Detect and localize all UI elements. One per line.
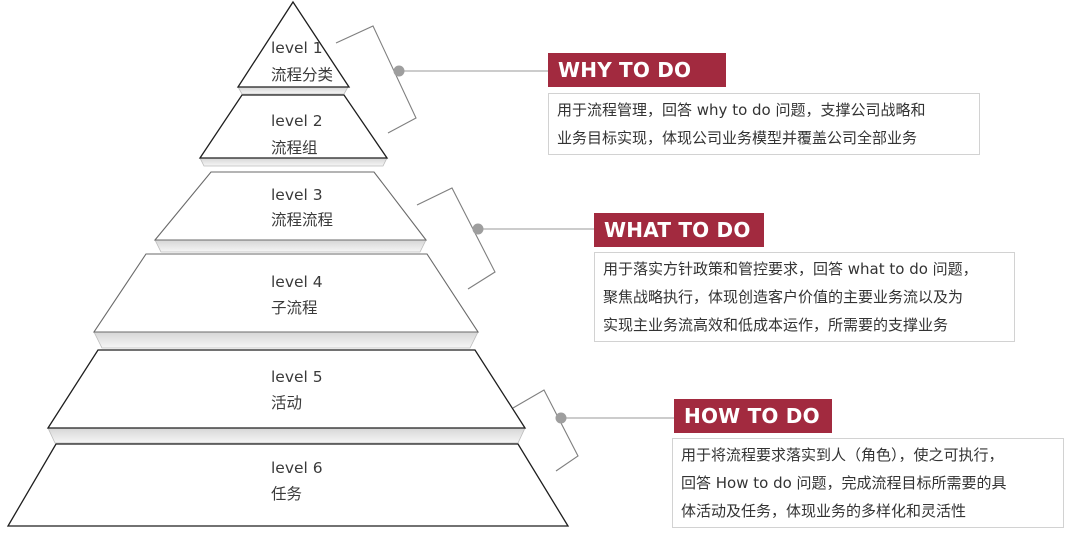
leader-dot-why	[393, 65, 405, 77]
pyramid-level-5: level 5 活动	[46, 349, 527, 444]
connector-how	[512, 389, 674, 472]
connector-what	[416, 187, 594, 290]
what-desc-line-2: 聚焦战略执行，体现创造客户价值的主要业务流以及为	[603, 288, 964, 306]
level-5-label: level 5	[271, 368, 323, 386]
how-to-do-title: HOW TO DO	[684, 404, 820, 428]
what-to-do-tag: WHAT TO DO	[594, 213, 764, 247]
pyramid-level-1: level 1 流程分类	[236, 0, 351, 95]
why-to-do-title: WHY TO DO	[558, 58, 692, 82]
why-to-do-tag: WHY TO DO	[548, 53, 726, 87]
pyramid-level-4: level 4 子流程	[92, 253, 480, 349]
level-5-shape	[46, 349, 527, 429]
level-2-shape	[198, 94, 389, 159]
why-desc-line-2: 业务目标实现，体现公司业务模型并覆盖公司全部业务	[557, 129, 918, 147]
pyramid-level-2: level 2 流程组	[198, 94, 389, 167]
how-desc-line-3: 体活动及任务，体现业务的多样化和灵活性	[681, 502, 967, 520]
level-3-label: level 3	[271, 186, 323, 204]
level-6-label: level 6	[271, 459, 323, 477]
level-4-name: 子流程	[271, 299, 318, 317]
why-desc-line-1: 用于流程管理，回答 why to do 问题，支撑公司战略和	[557, 101, 926, 119]
level-2-shade	[199, 157, 388, 167]
level-3-shape	[153, 171, 428, 241]
level-6-name: 任务	[271, 485, 302, 503]
level-3-name: 流程流程	[271, 211, 333, 229]
level-4-shade	[93, 331, 479, 349]
how-to-do-description: 用于将流程要求落实到人（角色），使之可执行， 回答 How to do 问题，完…	[672, 438, 1064, 528]
level-2-name: 流程组	[271, 139, 318, 157]
leader-dot-how	[555, 412, 567, 424]
level-1-shade	[237, 86, 349, 95]
what-desc-line-3: 实现主业务流高效和低成本运作，所需要的支撑业务	[603, 316, 949, 334]
level-4-label: level 4	[271, 273, 323, 291]
level-2-label: level 2	[271, 112, 323, 130]
level-1-name: 流程分类	[271, 66, 333, 84]
what-to-do-description: 用于落实方针政策和管控要求，回答 what to do 问题， 聚焦战略执行，体…	[594, 252, 1015, 342]
pyramid-level-3: level 3 流程流程	[153, 171, 428, 253]
level-3-shade	[154, 239, 427, 253]
leader-dot-what	[472, 223, 484, 235]
level-6-shape	[6, 443, 570, 527]
pyramid-level-6: level 6 任务	[6, 443, 570, 527]
level-1-label: level 1	[271, 39, 323, 57]
level-4-shape	[92, 253, 480, 333]
level-5-name: 活动	[271, 394, 302, 412]
how-desc-line-1: 用于将流程要求落实到人（角色），使之可执行，	[681, 446, 1004, 464]
why-to-do-description: 用于流程管理，回答 why to do 问题，支撑公司战略和 业务目标实现，体现…	[548, 93, 980, 155]
level-5-shade	[47, 427, 526, 444]
connector-why	[335, 25, 548, 134]
level-1-shape	[236, 0, 351, 88]
how-to-do-tag: HOW TO DO	[674, 399, 832, 433]
what-to-do-title: WHAT TO DO	[604, 218, 751, 242]
what-desc-line-1: 用于落实方针政策和管控要求，回答 what to do 问题，	[603, 260, 978, 278]
how-desc-line-2: 回答 How to do 问题，完成流程目标所需要的具	[681, 474, 1007, 492]
